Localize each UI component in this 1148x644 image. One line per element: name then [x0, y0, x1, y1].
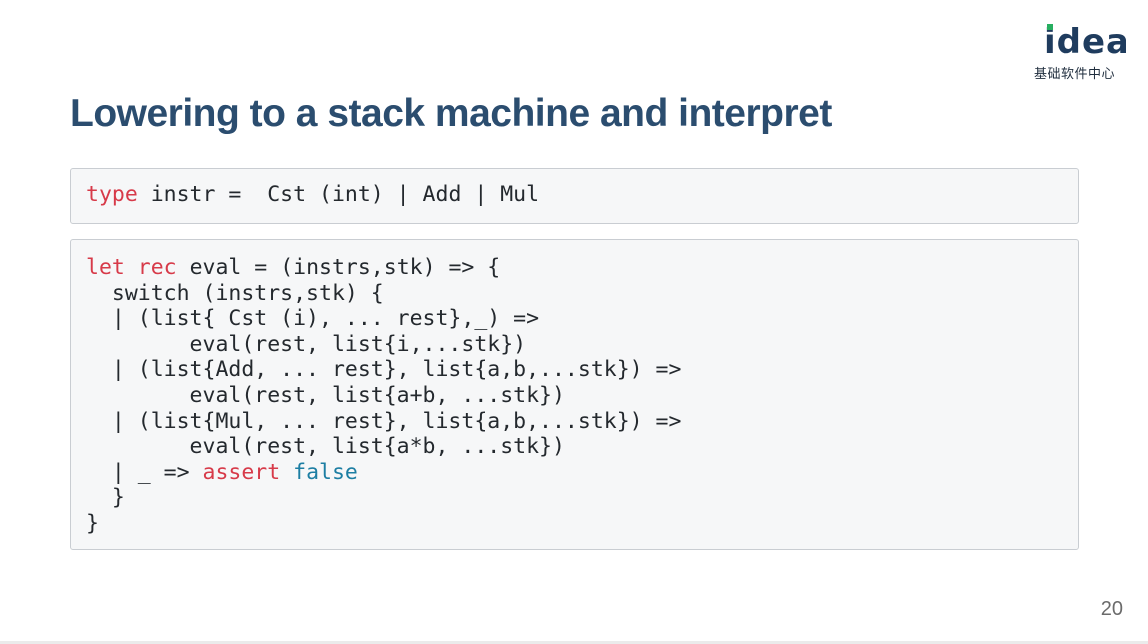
code-token: | _ =>	[86, 459, 203, 485]
page-title: Lowering to a stack machine and interpre…	[70, 92, 832, 135]
code-text: let rec eval = (instrs,stk) => { switch …	[86, 255, 681, 537]
code-token: false	[293, 459, 358, 485]
code-token: eval(rest, list{i,...stk})	[86, 331, 527, 357]
code-token: eval(rest, list{a+b, ...stk})	[86, 382, 565, 408]
code-token: | (list{Add, ... rest}, list{a,b,...stk}…	[86, 357, 682, 383]
idea-logo-wordmark: idea	[1044, 22, 1126, 60]
code-token: type	[86, 182, 138, 207]
code-token: switch (instrs,stk) {	[86, 280, 384, 306]
code-token: }	[86, 485, 125, 511]
code-block-eval-function: let rec eval = (instrs,stk) => { switch …	[70, 239, 1079, 550]
code-block-type-definition: type instr = Cst (int) | Add | Mul	[70, 168, 1079, 224]
code-token: eval = (instrs,stk) => {	[176, 255, 501, 280]
code-text: type instr = Cst (int) | Add | Mul	[86, 182, 539, 208]
code-token: | (list{ Cst (i), ... rest},_) =>	[86, 306, 540, 332]
code-token: assert	[202, 459, 281, 485]
idea-logo: idea 基础软件中心	[1034, 22, 1138, 82]
page-number: 20	[1100, 598, 1123, 620]
code-token: instr = Cst (int) | Add | Mul	[137, 182, 540, 207]
idea-logo-word: idea	[1044, 22, 1126, 60]
code-token: }	[86, 510, 99, 536]
code-token: let	[86, 255, 125, 280]
code-token	[280, 460, 293, 485]
footer-strip	[0, 641, 1148, 644]
idea-logo-subtitle: 基础软件中心	[1034, 67, 1116, 82]
code-token	[125, 255, 138, 280]
code-token: | (list{Mul, ... rest}, list{a,b,...stk}…	[86, 408, 682, 434]
code-token: rec	[137, 255, 177, 280]
idea-logo-dot	[1047, 24, 1053, 30]
code-token: eval(rest, list{a*b, ...stk})	[86, 434, 565, 460]
